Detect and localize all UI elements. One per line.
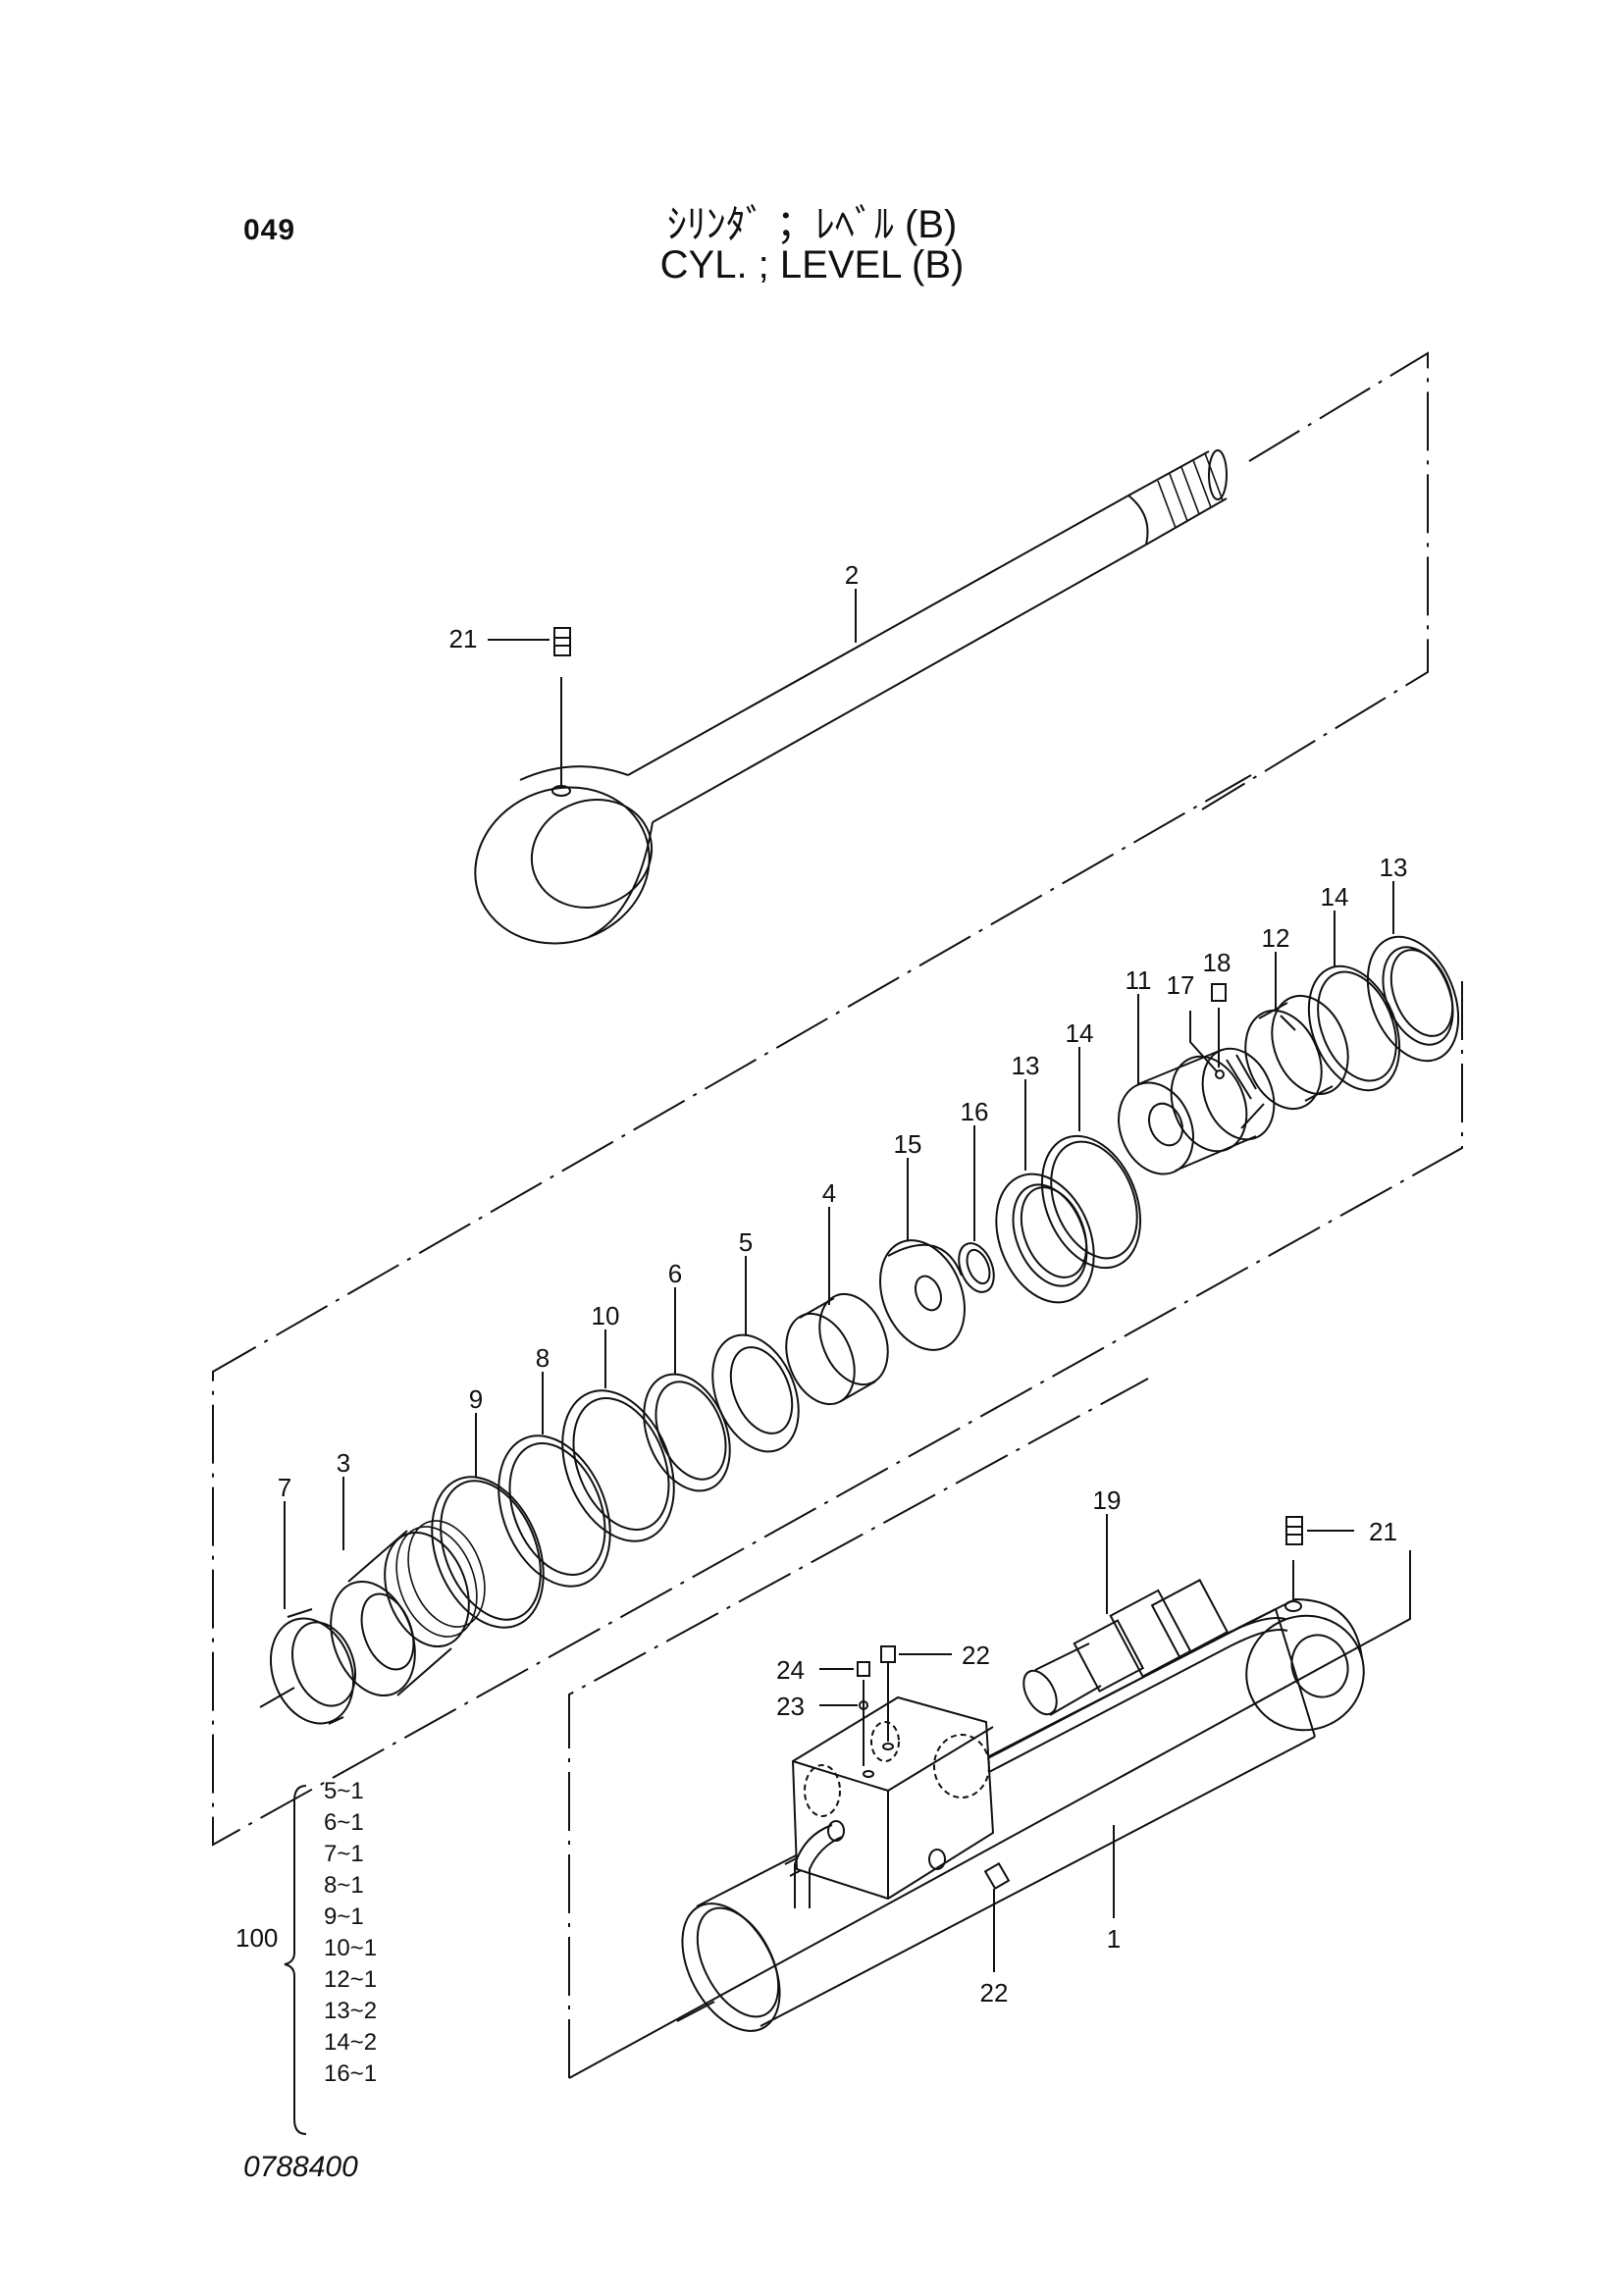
kit-item: 9~1 (324, 1903, 364, 1930)
callout-17: 17 (1167, 970, 1195, 1000)
callout-23: 23 (776, 1692, 805, 1721)
callout-22-top: 22 (962, 1641, 990, 1670)
callout-9: 9 (469, 1384, 483, 1414)
callout-11: 11 (1126, 965, 1152, 995)
part-8-ring (498, 1434, 611, 1588)
kit-item: 14~2 (324, 2029, 378, 2056)
kit-item: 12~1 (324, 1966, 378, 1993)
part-13-seal-lower (995, 1173, 1095, 1304)
title-english: CYL. ; LEVEL (B) (659, 243, 965, 287)
callout-15: 15 (894, 1129, 922, 1159)
callout-19: 19 (1093, 1486, 1122, 1515)
part-12-wear-ring (1244, 952, 1349, 1111)
kit-item: 16~1 (324, 2060, 378, 2087)
callout-13-lower: 13 (1012, 1051, 1040, 1080)
callout-14-lower: 14 (1066, 1018, 1094, 1048)
callout-8: 8 (536, 1343, 550, 1373)
callout-18: 18 (1203, 948, 1231, 977)
callout-12: 12 (1262, 923, 1290, 953)
kit-number: 100 (236, 1923, 279, 1953)
part-11-piston (1118, 994, 1276, 1175)
callout-14-upper: 14 (1321, 882, 1349, 912)
part-15-washer (879, 1239, 966, 1351)
callout-4: 4 (822, 1178, 836, 1208)
callout-6: 6 (668, 1259, 682, 1288)
callout-13-upper: 13 (1380, 853, 1408, 882)
part-18-screw (1211, 983, 1227, 1002)
callout-3: 3 (337, 1448, 350, 1478)
part-10-ring (561, 1389, 675, 1542)
part-9-ring (431, 1476, 545, 1629)
callout-7: 7 (278, 1473, 291, 1502)
kit-item: 5~1 (324, 1778, 364, 1804)
callout-22-bottom: 22 (980, 1978, 1009, 2007)
piston-rod (474, 351, 1429, 945)
kit-item: 10~1 (324, 1935, 378, 1961)
kit-item: 7~1 (324, 1841, 364, 1867)
kit-item: 6~1 (324, 1809, 364, 1836)
callout-21-top: 21 (449, 624, 478, 653)
part-16-ring (958, 1242, 995, 1293)
title-japanese: ｼﾘﾝﾀﾞ ；ﾚﾍﾞﾙ (B) (666, 203, 958, 246)
callout-5: 5 (739, 1227, 753, 1257)
part-3-gland (330, 1477, 486, 1697)
callout-24: 24 (776, 1655, 805, 1685)
part-19-valve (1022, 1514, 1230, 1716)
kit-bracket (284, 1785, 307, 2135)
callout-21-right: 21 (1369, 1517, 1397, 1546)
callout-16: 16 (961, 1097, 989, 1126)
callout-2: 2 (845, 560, 859, 590)
part-14-ring-lower (1040, 1134, 1142, 1270)
part-14-ring-upper (1307, 965, 1401, 1092)
part-4-bushing (785, 1207, 889, 1406)
kit-item: 8~1 (324, 1872, 364, 1899)
part-5-ring (711, 1333, 800, 1453)
part-17-ball (1215, 1069, 1225, 1079)
cylinder-tube (568, 1378, 1411, 2079)
callout-10: 10 (592, 1301, 620, 1330)
page-number: 049 (243, 214, 296, 246)
part-13-seal-upper (1366, 935, 1460, 1063)
kit-item: 13~2 (324, 1998, 378, 2024)
part-7-seal (259, 1501, 356, 1725)
callout-1: 1 (1107, 1924, 1121, 1954)
document-code: 0788400 (243, 2151, 358, 2183)
